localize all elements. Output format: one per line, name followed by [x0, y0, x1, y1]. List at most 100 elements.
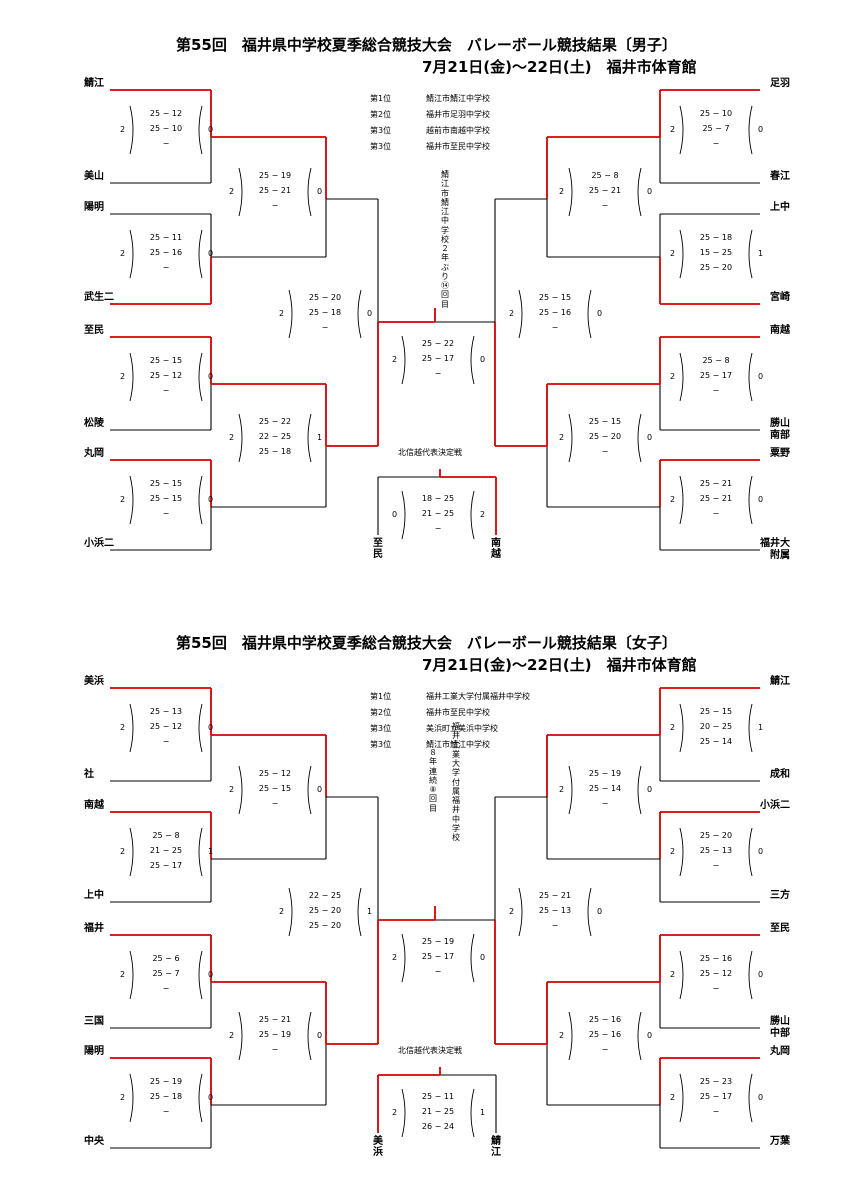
sets-won-left: 2: [392, 953, 398, 962]
score-bracket: [679, 703, 684, 753]
team-name: 至民: [770, 923, 790, 934]
score-bracket: [748, 105, 753, 155]
set-score: 15 − 25: [699, 248, 733, 257]
set-score: 25 − 17: [421, 952, 455, 961]
set-score: −: [162, 263, 170, 272]
sets-won-left: 2: [559, 433, 565, 442]
set-score: 25 − 6: [152, 954, 180, 963]
score-bracket: [238, 413, 243, 463]
score-bracket: [401, 933, 406, 983]
team-name: 福井: [84, 923, 104, 934]
set-score: −: [551, 323, 559, 332]
set-score: 25 − 18: [258, 447, 292, 456]
set-score: 25 − 16: [149, 248, 183, 257]
rank-place: 第3位: [370, 740, 392, 749]
rank-school: 美浜町立美浜中学校: [426, 724, 498, 733]
team-name: 武生二: [84, 292, 114, 303]
sets-won-right: 0: [208, 495, 214, 504]
sets-won-left: 2: [509, 309, 515, 318]
set-score: 20 − 25: [699, 722, 733, 731]
set-score: 25 − 14: [699, 737, 733, 746]
champion-note: 鯖江市鯖江中学校２年ぶり⑭回目: [441, 170, 449, 309]
score-bracket: [401, 1088, 406, 1138]
rank-place: 第3位: [370, 142, 392, 151]
sets-won-right: 0: [208, 372, 214, 381]
score-bracket: [129, 105, 134, 155]
score-bracket: [307, 167, 312, 217]
team-name: 春江: [770, 171, 790, 182]
set-score: 25 − 15: [149, 356, 183, 365]
set-score: 25 − 13: [699, 846, 733, 855]
set-score: 25 − 7: [702, 124, 730, 133]
rank-school: 福井工業大学付属福井中学校: [426, 692, 530, 701]
score-bracket: [637, 765, 642, 815]
team-name: 南越: [770, 325, 790, 336]
score-bracket: [748, 475, 753, 525]
score-bracket: [238, 167, 243, 217]
sets-won-right: 0: [647, 1031, 653, 1040]
team-name: 小浜二: [84, 538, 114, 549]
score-bracket: [470, 335, 475, 385]
score-bracket: [129, 352, 134, 402]
set-score: −: [162, 737, 170, 746]
set-score: 25 − 20: [308, 921, 342, 930]
set-score: 25 − 21: [699, 494, 733, 503]
set-score: 25 − 17: [699, 1092, 733, 1101]
score-bracket: [238, 765, 243, 815]
set-score: −: [434, 369, 442, 378]
sets-won-right: 2: [480, 510, 486, 519]
set-score: 21 − 25: [149, 846, 183, 855]
set-score: −: [601, 1045, 609, 1054]
score-bracket: [679, 950, 684, 1000]
set-score: 22 − 25: [308, 891, 342, 900]
sets-won-left: 2: [670, 1093, 676, 1102]
set-score: 25 − 18: [308, 308, 342, 317]
team-name: 三方: [770, 890, 790, 901]
hokushinetsu-label: 北信越代表決定戦: [398, 448, 462, 457]
set-score: 25 − 16: [538, 308, 572, 317]
score-bracket: [679, 1073, 684, 1123]
set-score: 25 − 15: [149, 494, 183, 503]
sets-won-right: 0: [758, 372, 764, 381]
sets-won-right: 0: [597, 309, 603, 318]
set-score: 25 − 20: [699, 831, 733, 840]
score-bracket: [470, 1088, 475, 1138]
set-score: 25 − 16: [588, 1030, 622, 1039]
sets-won-left: 2: [670, 125, 676, 134]
sets-won-right: 0: [317, 785, 323, 794]
sets-won-right: 0: [758, 125, 764, 134]
set-score: 25 − 22: [258, 417, 292, 426]
score-bracket: [518, 289, 523, 339]
set-score: 25 − 16: [588, 1015, 622, 1024]
score-bracket: [238, 1011, 243, 1061]
sets-won-left: 2: [559, 785, 565, 794]
sets-won-right: 0: [208, 723, 214, 732]
set-score: 25 − 12: [149, 371, 183, 380]
score-bracket: [518, 887, 523, 937]
set-score: 25 − 19: [258, 1030, 292, 1039]
score-bracket: [470, 933, 475, 983]
set-score: 25 − 15: [538, 293, 572, 302]
set-score: 21 − 25: [421, 509, 455, 518]
team-name: 福井大 附属: [760, 538, 790, 561]
score-bracket: [288, 289, 293, 339]
champion-note: 福井工業大学付属福井中学校: [452, 722, 460, 843]
rank-place: 第1位: [370, 692, 392, 701]
set-score: 18 − 25: [421, 494, 455, 503]
score-bracket: [748, 1073, 753, 1123]
set-score: 25 − 21: [258, 186, 292, 195]
set-score: 25 − 15: [699, 707, 733, 716]
score-bracket: [568, 413, 573, 463]
score-bracket: [307, 765, 312, 815]
set-score: −: [712, 386, 720, 395]
rank-place: 第3位: [370, 724, 392, 733]
score-bracket: [198, 105, 203, 155]
set-score: −: [712, 1107, 720, 1116]
score-bracket: [679, 229, 684, 279]
score-bracket: [357, 887, 362, 937]
score-bracket: [198, 827, 203, 877]
score-bracket: [129, 229, 134, 279]
set-score: −: [321, 323, 329, 332]
sets-won-left: 2: [229, 785, 235, 794]
